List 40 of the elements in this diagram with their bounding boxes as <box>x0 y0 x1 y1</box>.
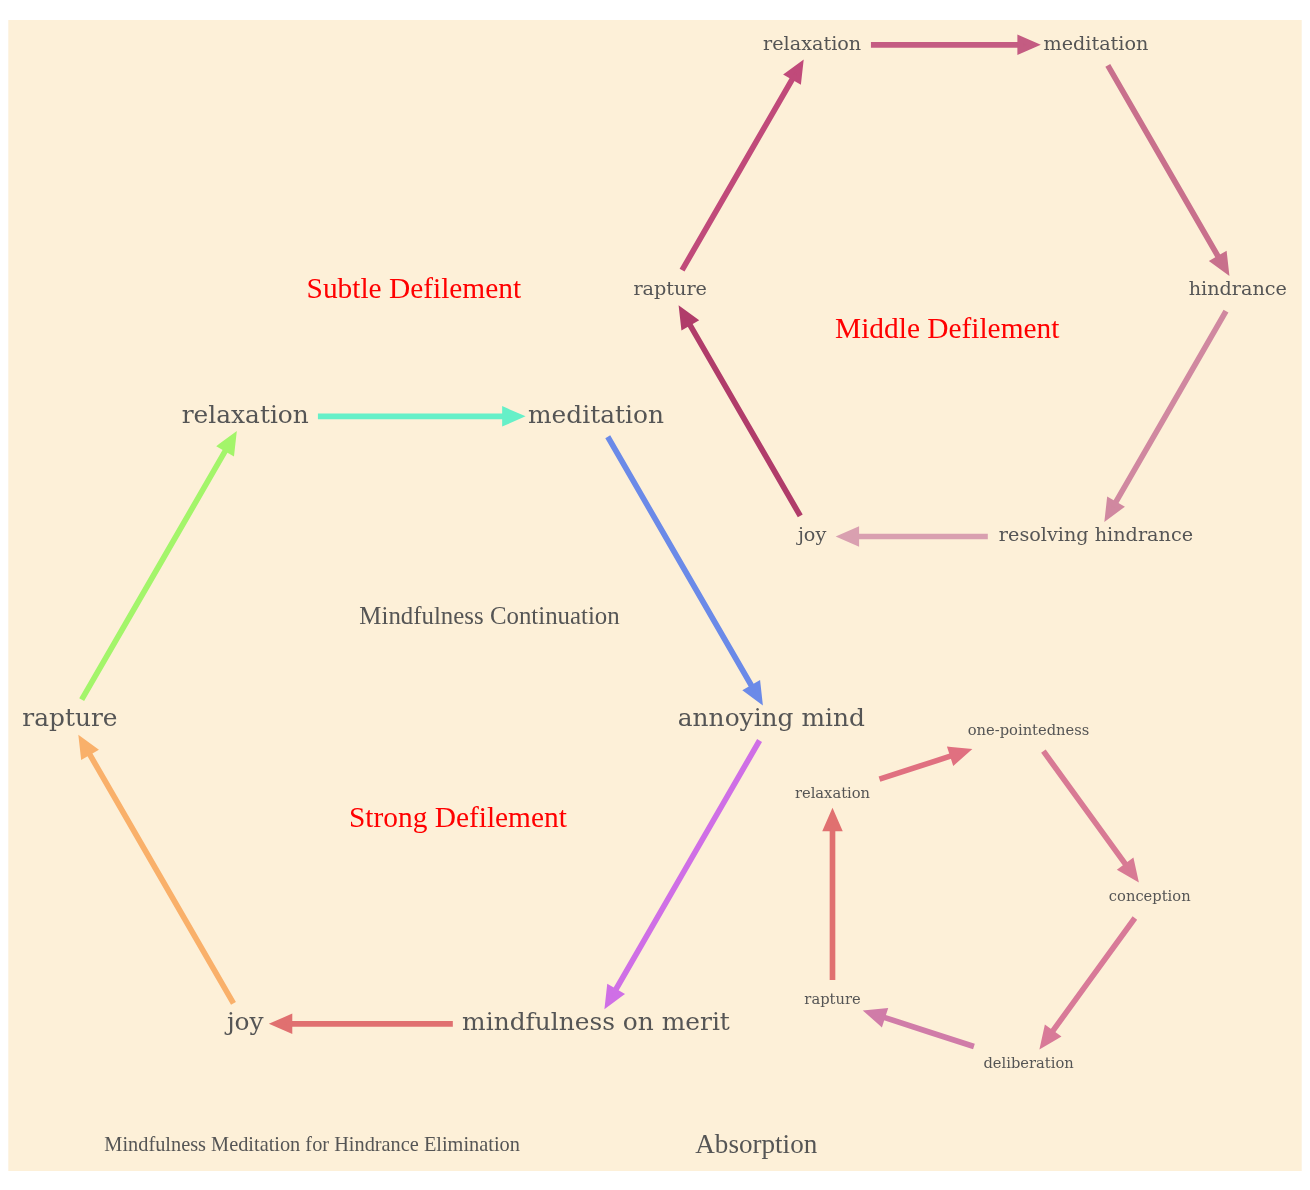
arrow <box>878 746 973 782</box>
arrow <box>1039 915 1138 1049</box>
node-text: resolving hindrance <box>998 522 1194 546</box>
arrow <box>835 525 988 547</box>
arrow <box>78 734 236 1005</box>
arrow <box>870 34 1041 55</box>
arrow <box>862 1007 975 1049</box>
node-text: deliberation <box>983 1053 1074 1071</box>
node-text: one-pointedness <box>967 720 1090 738</box>
arrow <box>1041 749 1139 883</box>
node-text: hindrance <box>1188 276 1287 300</box>
arrow <box>678 304 803 517</box>
node-text: mindfulness on merit <box>462 1006 730 1036</box>
node-text: rapture <box>22 702 118 732</box>
arrow <box>604 738 762 1009</box>
label: Subtle Defilement <box>306 271 522 304</box>
node-text: rapture <box>633 276 707 300</box>
node-text: relaxation <box>181 399 309 429</box>
arrow <box>679 58 804 272</box>
node-text: relaxation <box>763 31 862 54</box>
label: Mindfulness Meditation for Hindrance Elimination <box>104 1132 520 1155</box>
label: Absorption <box>695 1128 818 1159</box>
node-text: conception <box>1108 886 1191 904</box>
node-text: relaxation <box>794 783 871 801</box>
node-text: joy <box>797 522 827 546</box>
arrow <box>1104 309 1229 522</box>
node-text: meditation <box>528 399 664 429</box>
arrow <box>822 807 843 980</box>
node-text: meditation <box>1043 31 1149 54</box>
label: Middle Defilement <box>835 311 1060 344</box>
arrow <box>1105 63 1230 276</box>
label: Mindfulness Continuation <box>359 601 620 629</box>
node-text: joy <box>226 1006 264 1036</box>
arrow <box>605 434 763 705</box>
arrow <box>317 405 526 427</box>
node-text: annoying mind <box>677 702 865 732</box>
arrow <box>268 1013 453 1034</box>
node-text: rapture <box>804 989 861 1007</box>
arrow <box>79 430 237 701</box>
label: Strong Defilement <box>349 800 567 833</box>
